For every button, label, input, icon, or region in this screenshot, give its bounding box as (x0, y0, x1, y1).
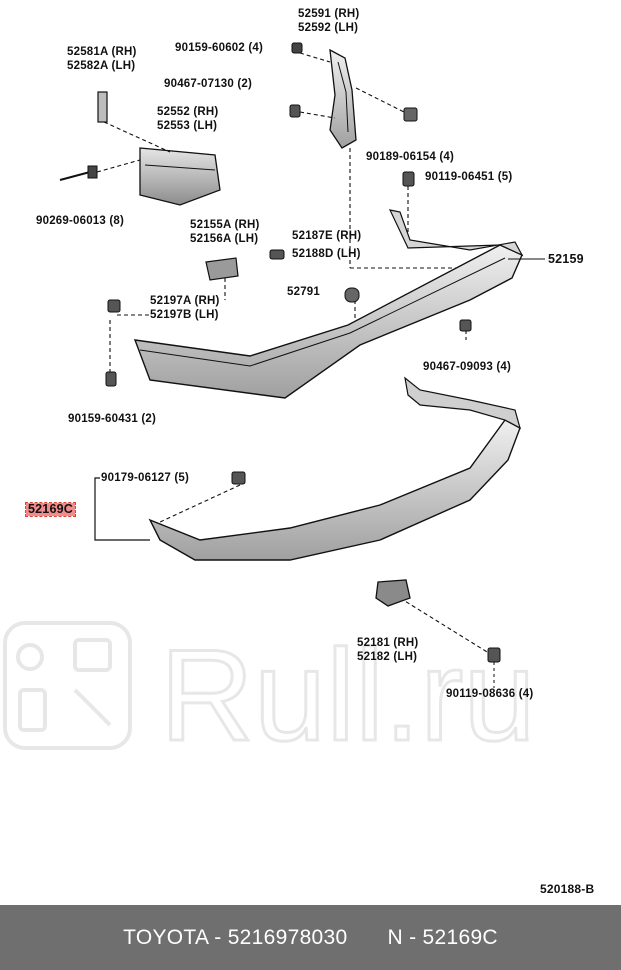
label-52791: 52791 (287, 286, 320, 298)
clip-52197a[interactable] (107, 299, 121, 313)
label-90159-60431: 90159-60431 (2) (68, 413, 157, 425)
leader-lines (96, 52, 493, 656)
label-52187e: 52187E (RH) (292, 230, 362, 242)
label-52155a: 52155A (RH) (190, 219, 260, 231)
bumper-lower-cover-52169c[interactable] (148, 376, 521, 561)
label-90467-09093: 90467-09093 (4) (423, 361, 512, 373)
parts-diagram (59, 42, 545, 688)
bumper-cover-52159[interactable] (133, 209, 545, 399)
label-90467-07130: 90467-07130 (2) (164, 78, 253, 90)
clip-90159-60602[interactable] (291, 42, 303, 54)
clip-52791[interactable] (344, 287, 360, 303)
bracket-52155a[interactable] (205, 257, 239, 281)
label-52552: 52552 (RH) (157, 106, 219, 118)
label-52553: 52553 (LH) (157, 120, 218, 132)
screw-90467-07130[interactable] (289, 104, 301, 118)
label-52581a: 52581A (RH) (67, 46, 137, 58)
label-90269-06013: 90269-06013 (8) (36, 215, 125, 227)
label-52582a: 52582A (LH) (67, 60, 136, 72)
nut-90467-09093[interactable] (459, 319, 472, 332)
clip-90159-60431[interactable] (105, 371, 117, 387)
label-52197b: 52197B (LH) (150, 309, 219, 321)
label-90119-06451: 90119-06451 (5) (425, 171, 513, 183)
label-90189-06154: 90189-06154 (4) (366, 151, 455, 163)
clip-52187e[interactable] (269, 249, 285, 260)
label-52592: 52592 (LH) (298, 22, 359, 34)
retainer-52581a[interactable] (97, 91, 108, 123)
diagram-code: 520188-B (540, 882, 595, 896)
footer-part-code: N - 52169C (387, 925, 498, 949)
label-52591: 52591 (RH) (298, 8, 360, 20)
side-bracket-52591[interactable] (329, 48, 357, 149)
label-90119-08636: 90119-08636 (4) (446, 688, 534, 700)
label-52169c-highlight[interactable]: 52169C (25, 502, 76, 517)
clip-90179-06127[interactable] (231, 471, 246, 485)
clip-90119-06451[interactable] (402, 171, 415, 187)
label-52159: 52159 (548, 252, 584, 266)
stay-52181[interactable] (375, 579, 411, 607)
footer-part-number: TOYOTA - 5216978030 (123, 925, 348, 949)
reinforcement-52552[interactable] (139, 147, 221, 206)
label-52188d: 52188D (LH) (292, 248, 361, 260)
footer-bar: TOYOTA - 5216978030 N - 52169C (0, 905, 621, 970)
label-52181: 52181 (RH) (357, 637, 419, 649)
label-90179-06127: 90179-06127 (5) (101, 472, 190, 484)
label-bracket-52169c (94, 477, 150, 541)
screw-90119-08636[interactable] (487, 647, 501, 688)
nut-90189-06154[interactable] (403, 107, 418, 122)
label-52156a: 52156A (LH) (190, 233, 259, 245)
label-90159-60602: 90159-60602 (4) (175, 42, 264, 54)
label-52197a: 52197A (RH) (150, 295, 220, 307)
label-52182: 52182 (LH) (357, 651, 418, 663)
bolt-90269-06013[interactable] (59, 165, 98, 181)
